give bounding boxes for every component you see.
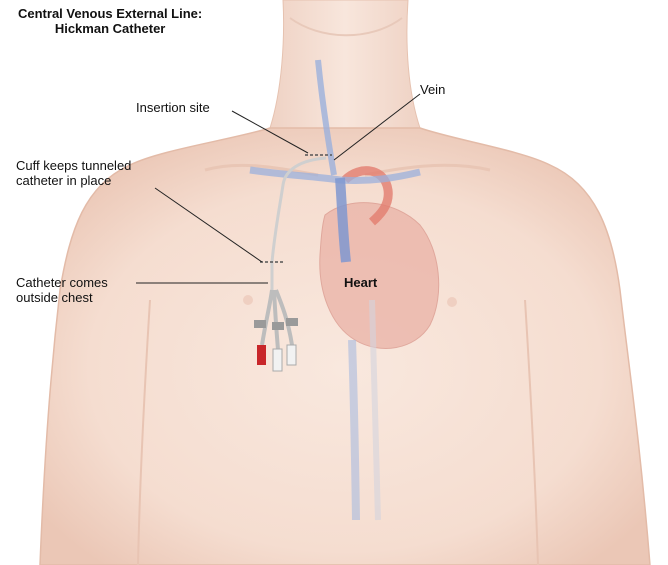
label-cuff-line-2: catheter in place (16, 173, 131, 188)
cap-white-2 (287, 345, 296, 365)
superior-vena-cava (340, 178, 346, 262)
label-catheter-exit: Catheter comes outside chest (16, 275, 108, 305)
cap-white-1 (273, 349, 282, 371)
nipple-right (447, 297, 457, 307)
nipple-left (243, 295, 253, 305)
label-catheter-exit-line-1: Catheter comes (16, 275, 108, 290)
label-vein: Vein (420, 82, 445, 97)
clamp-middle (272, 322, 284, 330)
label-heart: Heart (344, 275, 377, 290)
title-line-2: Hickman Catheter (18, 21, 202, 36)
label-catheter-exit-line-2: outside chest (16, 290, 108, 305)
figure-title: Central Venous External Line: Hickman Ca… (18, 6, 202, 36)
cap-red (257, 345, 266, 365)
title-line-1: Central Venous External Line: (18, 6, 202, 21)
clamp-left (254, 320, 266, 328)
label-cuff: Cuff keeps tunneled catheter in place (16, 158, 131, 188)
label-insertion-site: Insertion site (136, 100, 210, 115)
label-cuff-line-1: Cuff keeps tunneled (16, 158, 131, 173)
clamp-right (286, 318, 298, 326)
inferior-vena-cava (352, 340, 356, 520)
